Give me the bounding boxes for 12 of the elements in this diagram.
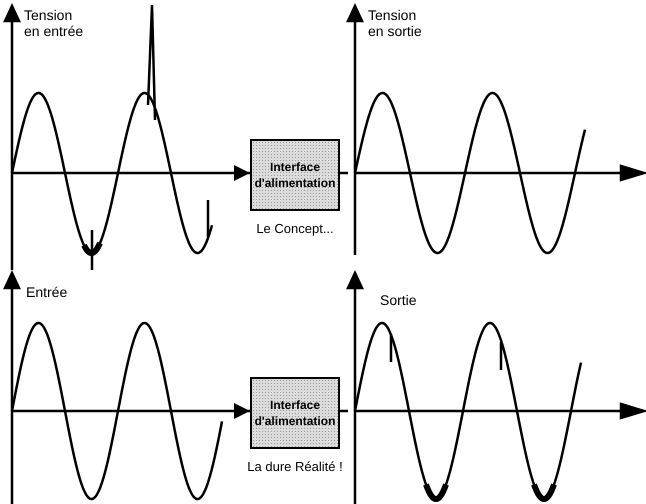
interface-box: Interface d'alimentation — [250, 139, 340, 211]
node-label: La dure Réalité ! — [246, 459, 344, 474]
arrow — [234, 165, 250, 181]
axis-title: Sortie — [380, 292, 417, 308]
connector-line — [340, 172, 348, 174]
axis-title: Tension en sortie — [368, 7, 423, 39]
connector-line — [340, 410, 348, 412]
axis-title: Tension en entrée — [24, 7, 84, 39]
axis-title: Entrée — [26, 284, 68, 300]
arrow — [234, 403, 250, 419]
interface-box: Interface d'alimentation — [250, 377, 340, 449]
node-label: Le Concept... — [255, 221, 335, 236]
